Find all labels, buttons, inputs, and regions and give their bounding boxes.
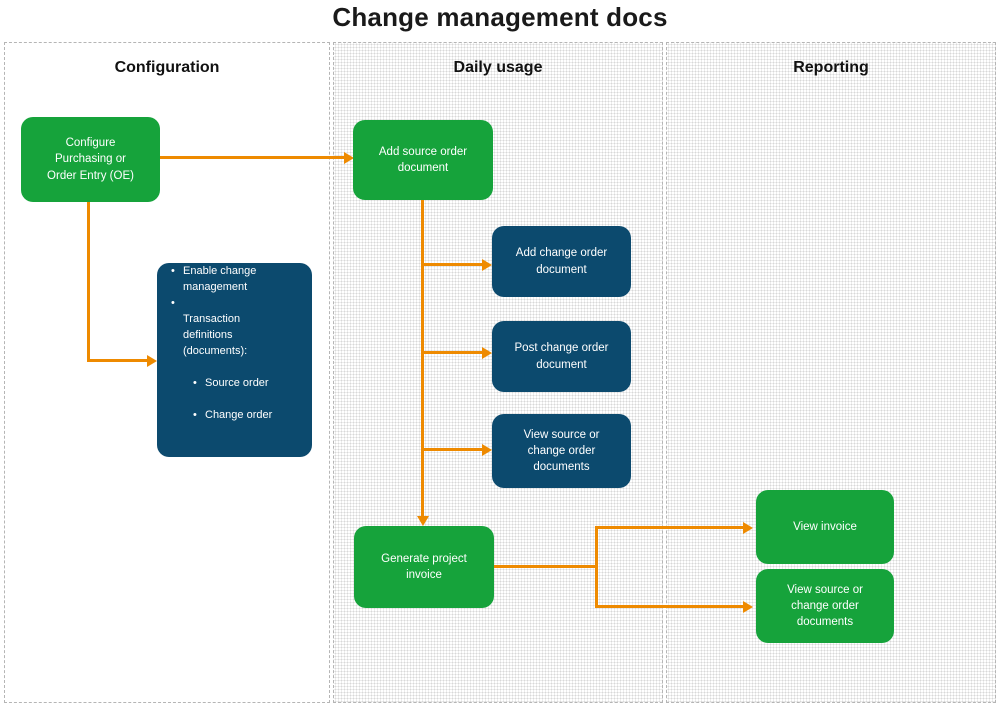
arrowhead-to-add-change <box>482 259 492 271</box>
node-view-source-or-change-order-docs-daily: View source or change order documents <box>492 414 631 488</box>
lane-title-daily-usage: Daily usage <box>453 59 543 76</box>
arrowhead-to-details <box>147 355 157 367</box>
node-label: View source or change order documents <box>523 428 600 474</box>
node-add-change-order-document: Add change order document <box>492 226 631 297</box>
node-label: View source or change order documents <box>787 583 863 629</box>
connector-generate-right <box>494 565 598 568</box>
diagram-title: Change management docs <box>332 2 668 32</box>
node-label: Configure Purchasing or Order Entry (OE) <box>47 137 134 182</box>
connector-to-add-change <box>421 263 482 266</box>
bullet-text: Transaction definitions (documents): <box>183 313 248 358</box>
node-post-change-order-document: Post change order document <box>492 321 631 392</box>
node-label: Add change order document <box>515 247 608 276</box>
lane-title-reporting: Reporting <box>793 59 869 76</box>
connector-to-post-change <box>421 351 482 354</box>
node-label: View invoice <box>793 520 857 533</box>
connector-configure-to-add-source <box>160 156 344 159</box>
sub-bullet-source-order: Source order <box>193 376 272 392</box>
arrowhead-to-view-source-reporting <box>743 601 753 613</box>
arrowhead-to-generate-invoice <box>417 516 429 526</box>
lane-title-configuration: Configuration <box>114 59 220 76</box>
arrowhead-to-add-source <box>344 152 354 164</box>
node-view-invoice: View invoice <box>756 490 894 564</box>
config-bullet-list: Enable change management Transaction def… <box>165 264 278 455</box>
config-sub-bullet-list: Source order Change order <box>183 360 272 440</box>
node-label: Post change order document <box>514 342 609 371</box>
sub-bullet-change-order: Change order <box>193 408 272 424</box>
connector-configure-to-details <box>87 359 147 362</box>
node-label: Add source order document <box>378 145 468 174</box>
connector-split-vertical <box>595 526 598 608</box>
connector-to-view-source-daily <box>421 448 482 451</box>
node-configure-purchasing-oe: Configure Purchasing or Order Entry (OE) <box>21 117 160 202</box>
bullet-enable-change-management: Enable change management <box>171 264 272 296</box>
connector-configure-down <box>87 202 90 360</box>
arrowhead-to-view-source-daily <box>482 444 492 456</box>
arrowhead-to-view-invoice <box>743 522 753 534</box>
arrowhead-to-post-change <box>482 347 492 359</box>
node-add-source-order-document: Add source order document <box>353 120 493 200</box>
node-label: Generate project invoice <box>381 552 467 581</box>
connector-to-view-source-reporting <box>595 605 743 608</box>
bullet-transaction-definitions: Transaction definitions (documents): Sou… <box>171 296 272 455</box>
node-configuration-details: Enable change management Transaction def… <box>157 263 312 457</box>
node-view-source-or-change-order-docs-reporting: View source or change order documents <box>756 569 894 643</box>
connector-add-source-down <box>421 200 424 517</box>
connector-to-view-invoice <box>595 526 743 529</box>
lane-reporting: Reporting <box>666 42 996 703</box>
node-generate-project-invoice: Generate project invoice <box>354 526 494 608</box>
